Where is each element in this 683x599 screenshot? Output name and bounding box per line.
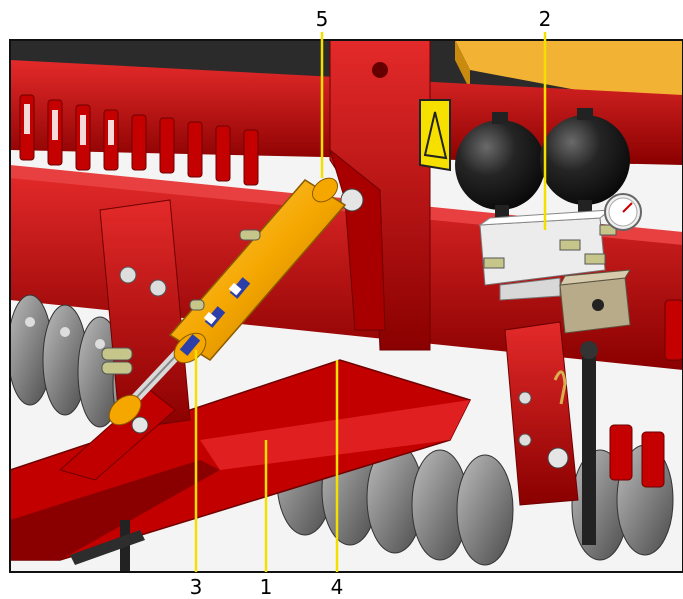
callout-1: 1 [260, 575, 273, 599]
tine-row-right [609, 299, 683, 488]
callout-4: 4 [331, 575, 344, 599]
coupler-icon [101, 229, 261, 375]
right-pin-bracket [504, 321, 598, 545]
cylinder-marker-labels [179, 277, 251, 356]
callout-leaders [194, 32, 547, 572]
support-post [582, 345, 596, 545]
main-beam [10, 170, 683, 370]
callout-5: 5 [316, 7, 329, 31]
callout-2: 2 [539, 7, 552, 31]
image-frame [9, 39, 683, 573]
hydraulic-cylinder [108, 177, 347, 434]
warning-sign-icon [419, 99, 451, 172]
machine-illustration [10, 40, 683, 572]
pressure-gauge-icon [604, 193, 642, 231]
callout-3: 3 [190, 575, 203, 599]
control-box [559, 269, 631, 334]
